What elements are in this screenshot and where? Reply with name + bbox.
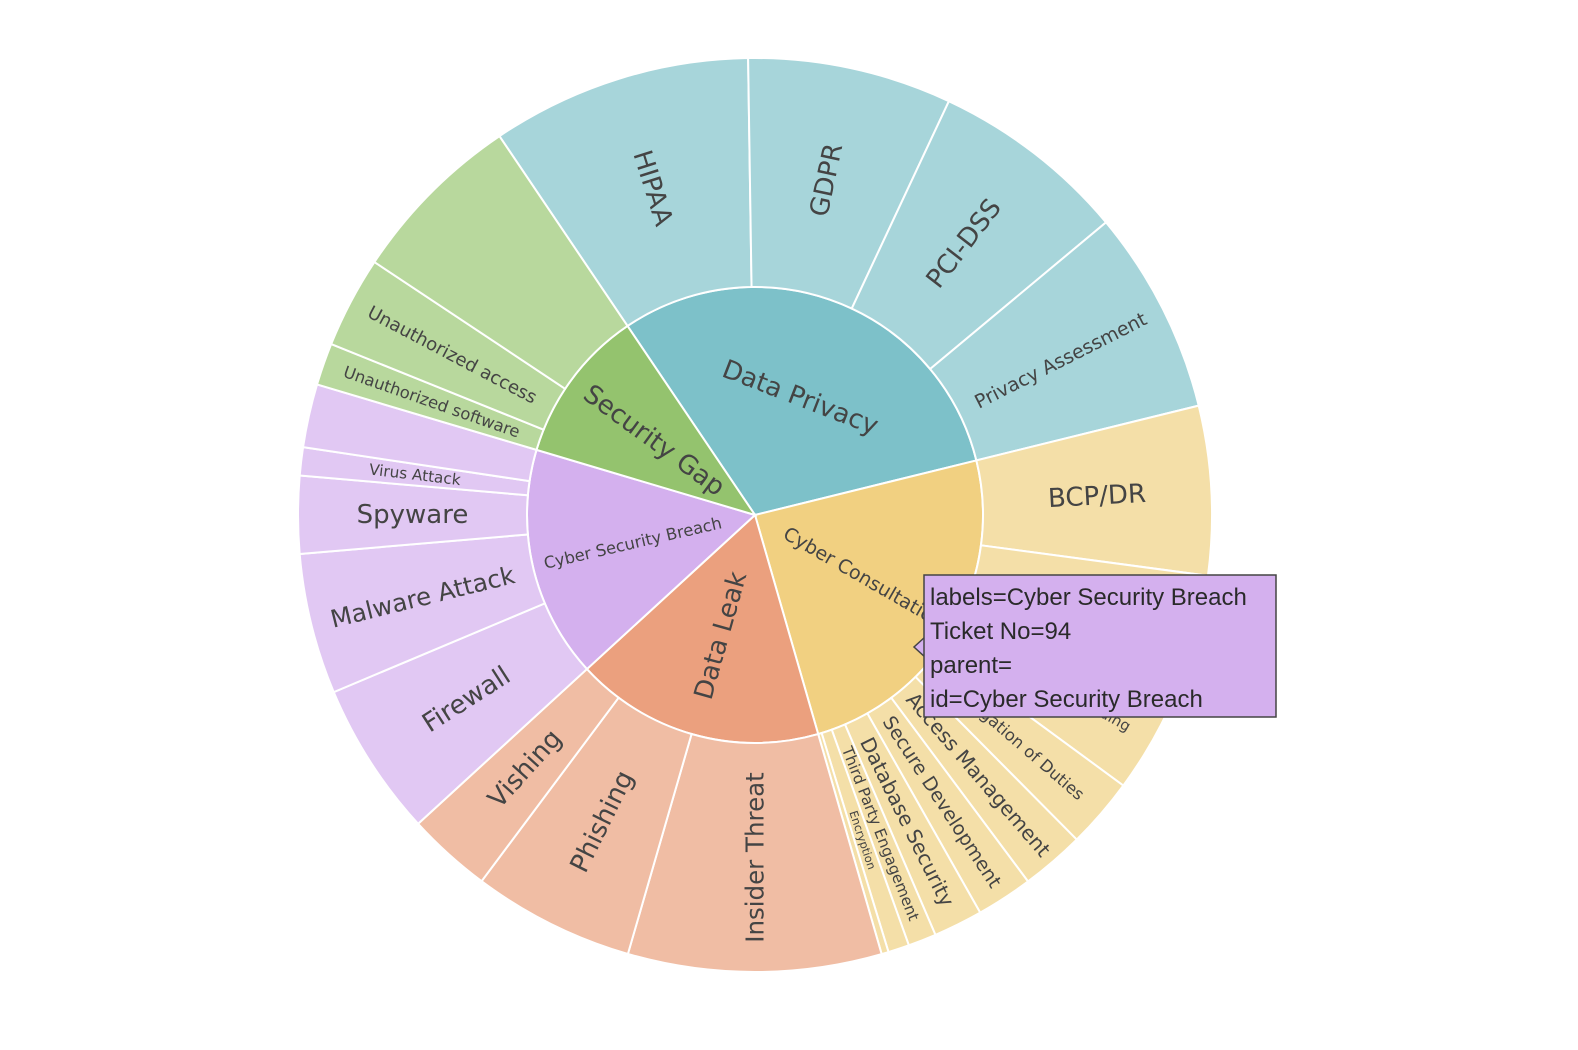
segments-layer [297, 57, 1213, 973]
label-bcp-dr: BCP/DR [1047, 479, 1147, 514]
tooltip-box [923, 574, 1277, 718]
label-insider-threat: Insider Threat [740, 772, 769, 943]
label-spyware: Spyware [357, 500, 469, 530]
hover-tooltip: labels=Cyber Security Breach Ticket No=9… [912, 574, 1277, 718]
tooltip-line-labels: labels=Cyber Security Breach [930, 584, 1247, 611]
segment-security-gap-other[interactable] [373, 134, 629, 391]
tooltip-line-parent: parent= [930, 652, 1012, 679]
tooltip-line-ticket-no: Ticket No=94 [930, 618, 1071, 645]
tooltip-line-id: id=Cyber Security Breach [930, 686, 1203, 713]
